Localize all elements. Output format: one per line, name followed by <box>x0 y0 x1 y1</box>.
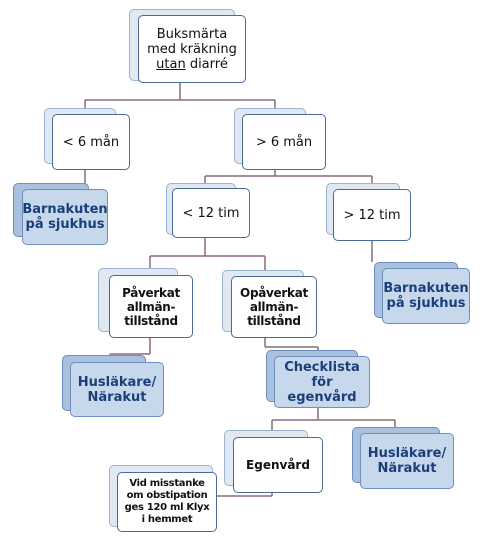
node-paverkat: Påverkat allmän- tillstånd <box>109 275 193 338</box>
node-opaverkat: Opåverkat allmän- tillstånd <box>231 276 317 338</box>
node-huslakare-right: Husläkare/ Närakut <box>360 433 454 489</box>
node-obstipation: Vid misstanke om obstipation ges 120 ml … <box>117 472 217 532</box>
node-gt6: > 6 mån <box>242 114 326 170</box>
node-lt6: < 6 mån <box>52 114 130 170</box>
node-barnakuten-right: Barnakuten på sjukhus <box>382 268 470 324</box>
node-barnakuten-left: Barnakuten på sjukhus <box>22 189 108 245</box>
node-lt12: < 12 tim <box>172 188 250 238</box>
connector-checklista <box>271 407 396 432</box>
connector-lt12 <box>149 236 266 272</box>
node-checklista: Checklista för egenvård <box>274 356 370 408</box>
node-huslakare-left: Husläkare/ Närakut <box>70 362 164 417</box>
node-egenvard: Egenvård <box>233 437 323 493</box>
connector-gt6 <box>204 168 373 185</box>
node-gt12: > 12 tim <box>333 189 411 241</box>
connector-root <box>84 80 276 110</box>
